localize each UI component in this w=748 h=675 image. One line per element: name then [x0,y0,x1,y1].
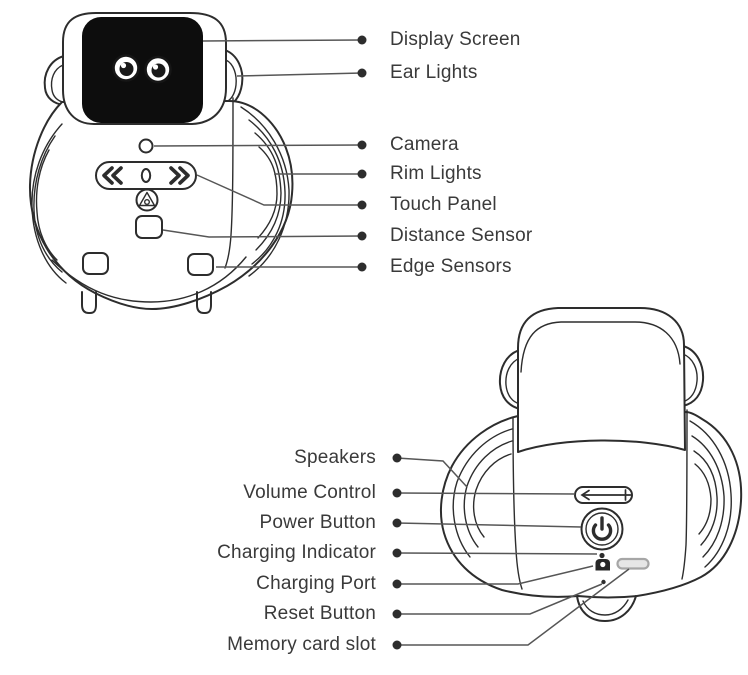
charging-indicator-led [599,552,605,559]
leader-power-button [392,518,582,528]
front-view-robot [28,12,294,314]
edge-sensor-left [82,252,109,275]
brand-logo-icon [135,188,159,212]
leader-distance-sensor [162,229,367,241]
volume-down-arrow-icon [580,489,590,501]
label-volume-control: Volume Control [243,482,376,503]
rim-lights-left [31,123,67,284]
leader-touch-panel [196,174,367,210]
power-icon [591,516,613,541]
label-touch-panel: Touch Panel [390,194,497,215]
front-foot-left [81,291,97,314]
reset-pinhole [601,579,606,585]
volume-control [574,486,633,504]
back-ear-left [498,349,521,410]
label-camera: Camera [390,134,459,155]
back-ear-right [682,345,705,407]
leader-memory-card-slot [392,568,630,650]
front-body [28,100,294,310]
power-button [580,507,624,551]
front-leaders [153,35,367,272]
front-foot-right [196,291,212,314]
leader-ear-lights [236,68,367,78]
label-rim-lights: Rim Lights [390,163,482,184]
edge-sensor-right [187,253,214,276]
back-seam-left [512,417,523,590]
leader-volume-control [392,488,576,498]
leader-charging-port [392,565,594,589]
label-distance-sensor: Distance Sensor [390,225,533,246]
label-charging-indicator: Charging Indicator [217,542,376,563]
chevron-left-icon [102,166,114,185]
leader-charging-indicator [392,548,598,558]
label-power-button: Power Button [259,512,376,533]
back-seam-right [681,409,688,580]
touch-panel [95,161,197,190]
leader-reset-button [392,583,603,619]
label-edge-sensors: Edge Sensors [390,256,512,277]
back-leaders [392,453,630,650]
leader-camera [153,140,367,150]
leader-edge-sensors [216,262,367,272]
display-screen [82,17,203,123]
volume-up-plus-icon [619,489,632,501]
leader-speakers [392,453,468,488]
charging-port [595,559,610,571]
chevron-right-icon [178,166,190,185]
back-head-rim [520,321,681,373]
front-body-seam [224,97,234,269]
chevron-right-icon [169,166,181,185]
back-bumper-inner [582,599,629,616]
leader-rim-lights [274,169,367,179]
label-charging-port: Charging Port [256,573,376,594]
back-bumper [576,595,637,622]
leader-display-screen [202,35,367,45]
label-display-screen: Display Screen [390,29,521,50]
front-bottom-rim [51,256,247,303]
label-memory-card-slot: Memory card slot [227,634,376,655]
distance-sensor [135,215,163,239]
label-reset-button: Reset Button [263,603,376,624]
rim-lights-right [240,106,290,277]
label-ear-lights: Ear Lights [390,62,478,83]
speaker-rim-right [689,420,732,568]
camera-lens [138,138,154,154]
robot-eyes [112,54,172,84]
ear-lights-left [43,55,65,106]
back-view-robot [439,307,743,622]
back-head [517,307,686,453]
chevron-left-icon [111,166,123,185]
memory-card-slot [616,557,650,570]
label-speakers: Speakers [294,447,376,468]
